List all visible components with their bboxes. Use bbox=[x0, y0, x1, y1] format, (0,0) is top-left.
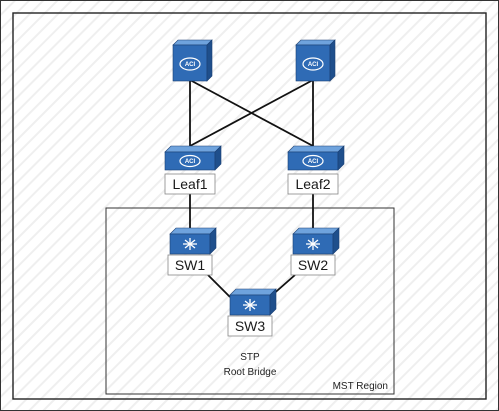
mst-region-label: MST Region bbox=[333, 381, 388, 392]
aci-leaf-switch-icon: ACI bbox=[287, 145, 345, 171]
mst-region-box bbox=[105, 207, 395, 395]
link-sw1-sw3 bbox=[207, 274, 231, 298]
links bbox=[189, 79, 314, 298]
spine1-aci-text: ACI bbox=[185, 62, 196, 68]
root-bridge-label: Root Bridge bbox=[224, 367, 277, 378]
leaf1-label-box bbox=[164, 173, 216, 195]
spine2-aci-text: ACI bbox=[308, 62, 319, 68]
leaf1-aci-text: ACI bbox=[185, 159, 196, 165]
sw2-label: SW2 bbox=[298, 257, 329, 273]
stp-label: STP bbox=[240, 352, 260, 363]
sw2-node: SW2 bbox=[290, 227, 340, 276]
link-spine2-leaf1 bbox=[189, 79, 314, 147]
sw1-node: SW1 bbox=[167, 227, 217, 276]
multilayer-switch-icon bbox=[229, 288, 277, 316]
aci-spine-switch-icon: ACI bbox=[295, 39, 336, 82]
leaf1-label: Leaf1 bbox=[172, 176, 207, 192]
aci-spine-switch-icon: ACI bbox=[172, 39, 213, 82]
leaf1-node: ACI Leaf1 bbox=[164, 145, 222, 195]
sw3-label-box bbox=[227, 315, 273, 337]
sw1-label: SW1 bbox=[175, 257, 206, 273]
leaf2-label-box bbox=[287, 173, 339, 195]
inner-frame bbox=[12, 12, 487, 400]
sw3-node: SW3 bbox=[227, 288, 277, 337]
aci-leaf-switch-icon: ACI bbox=[164, 145, 222, 171]
spine1-node: ACI bbox=[172, 39, 213, 82]
leaf2-label: Leaf2 bbox=[295, 176, 330, 192]
leaf2-node: ACI Leaf2 bbox=[287, 145, 345, 195]
sw3-label: SW3 bbox=[235, 318, 266, 334]
multilayer-switch-icon bbox=[169, 227, 217, 255]
leaf2-aci-text: ACI bbox=[308, 159, 319, 165]
spine2-node: ACI bbox=[295, 39, 336, 82]
sw2-label-box bbox=[290, 254, 336, 276]
sw1-label-box bbox=[167, 254, 213, 276]
multilayer-switch-icon bbox=[292, 227, 340, 255]
